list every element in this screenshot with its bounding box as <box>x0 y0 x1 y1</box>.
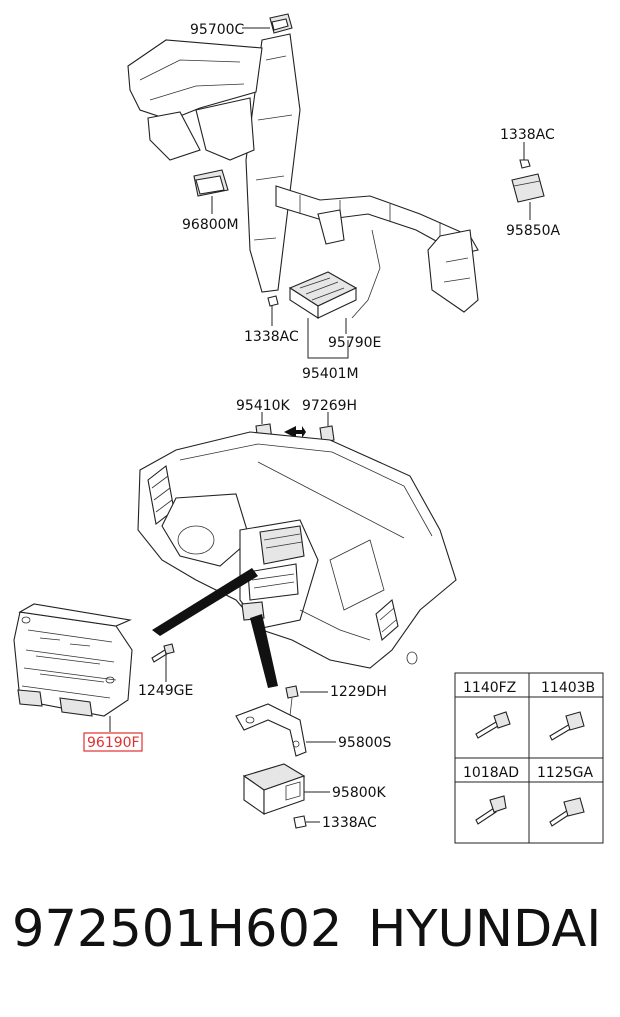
screw-1125ga-icon <box>549 797 585 827</box>
leader-lines-bottom <box>300 691 336 823</box>
label-96800m: 96800M <box>182 217 239 233</box>
label-1338ac-bot: 1338AC <box>322 815 377 831</box>
cover-97269h-shape <box>319 425 335 443</box>
pointer-wedge-down <box>250 614 278 688</box>
label-95410k: 95410K <box>236 398 291 414</box>
screw-1140fz-icon <box>475 711 511 739</box>
table-cell-1140fz: 1140FZ <box>463 680 516 696</box>
bracket-module-assembly <box>235 685 307 829</box>
table-cell-1125ga: 1125GA <box>537 765 593 781</box>
part-labels: 95700C 1338AC 96800M 95850A 1338AC 95790… <box>83 22 561 831</box>
label-95850a: 95850A <box>506 223 561 239</box>
leader-lines-left <box>109 652 167 732</box>
swap-arrow-icon <box>284 426 306 438</box>
screw-1018ad-icon <box>475 795 507 825</box>
dashboard-assembly <box>137 423 457 688</box>
part-number: 972501H602 <box>12 900 343 959</box>
crossmember-assembly <box>127 13 545 320</box>
label-95800s: 95800S <box>338 735 392 751</box>
module-95850a-shape <box>511 173 545 203</box>
label-95700c: 95700C <box>190 22 245 38</box>
label-1229dh: 1229DH <box>330 684 387 700</box>
pointer-wedge-left <box>152 568 258 636</box>
label-1338ac-top: 1338AC <box>500 127 555 143</box>
label-1249ge: 1249GE <box>138 683 193 699</box>
nut-1338ac-bot-shape <box>293 815 307 829</box>
table-cell-1018ad: 1018AD <box>463 765 519 781</box>
label-95790e: 95790E <box>328 335 381 351</box>
leader-lines-top <box>211 27 531 359</box>
label-96190f: 96190F <box>87 735 140 751</box>
fastener-table: 1140FZ 11403B 1018AD 1125GA <box>454 672 604 844</box>
bracket-95800s-shape <box>235 703 307 757</box>
label-95800k: 95800K <box>332 785 387 801</box>
nut-1338ac-top-shape <box>519 159 531 169</box>
nut-1338ac-mid-shape <box>267 295 279 307</box>
label-97269h: 97269H <box>302 398 357 414</box>
highlight-box <box>83 732 143 752</box>
leader-lines-mid <box>261 412 329 426</box>
brand-name: HYUNDAI <box>368 900 602 959</box>
screw-1229dh-shape <box>285 685 299 699</box>
screw-11403b-icon <box>549 711 585 741</box>
climate-control-unit <box>13 603 175 717</box>
table-cell-11403b: 11403B <box>541 680 595 696</box>
parts-diagram: 95700C 1338AC 96800M 95850A 1338AC 95790… <box>13 13 604 844</box>
label-95401m: 95401M <box>302 366 359 382</box>
label-1338ac-mid: 1338AC <box>244 329 299 345</box>
footer: 972501H602 HYUNDAI <box>0 900 620 980</box>
